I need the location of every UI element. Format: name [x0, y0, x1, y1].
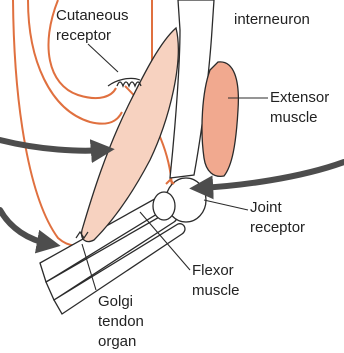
label-extensor-muscle: Extensor muscle	[270, 89, 333, 126]
label-golgi-tendon-organ: Golgi tendon organ	[98, 293, 148, 350]
label-cutaneous-receptor: Cutaneous receptor	[56, 7, 133, 44]
label-flexor-muscle: Flexor muscle	[192, 262, 240, 299]
extensor-muscle-shape	[202, 62, 238, 177]
elbow-joint	[153, 178, 206, 222]
cutaneous-receptor-ending	[117, 82, 141, 86]
label-interneuron: interneuron	[234, 11, 310, 28]
joint-receptor-mark	[166, 180, 174, 184]
arrow-to-golgi-organ	[0, 210, 50, 244]
label-joint-receptor: Joint receptor	[250, 199, 305, 236]
arrow-to-flexor	[0, 140, 104, 151]
